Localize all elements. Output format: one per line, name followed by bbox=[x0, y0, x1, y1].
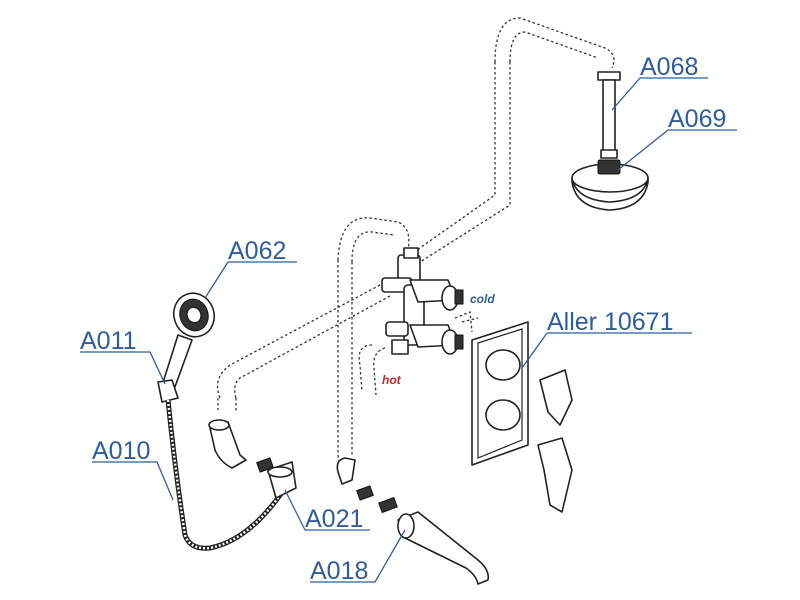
label-a010: A010 bbox=[92, 437, 150, 465]
label-aller-10671: Aller 10671 bbox=[547, 308, 673, 336]
hot-label: hot bbox=[382, 373, 402, 387]
label-a069: A069 bbox=[668, 105, 726, 133]
leader-lines bbox=[80, 77, 737, 583]
wall-plate bbox=[471, 321, 529, 466]
hand-shower bbox=[159, 292, 216, 396]
label-a021: A021 bbox=[305, 505, 363, 533]
cold-label: cold bbox=[470, 292, 495, 306]
shower-hose bbox=[165, 399, 288, 551]
mixer-body bbox=[381, 247, 464, 355]
shower-arm-fitting bbox=[597, 71, 621, 159]
part-labels: A068 A069 A062 A011 A010 A021 A018 Aller… bbox=[80, 53, 726, 585]
label-a062: A062 bbox=[228, 237, 286, 265]
label-a018: A018 bbox=[310, 557, 368, 585]
label-a068: A068 bbox=[640, 53, 698, 81]
label-a011: A011 bbox=[80, 327, 137, 355]
bath-spout bbox=[336, 457, 490, 585]
head-shower bbox=[571, 159, 649, 211]
wall-holder bbox=[157, 379, 179, 403]
wall-outlet bbox=[208, 419, 297, 499]
concealed-pipes bbox=[216, 17, 615, 477]
mixer-handles bbox=[537, 369, 573, 513]
